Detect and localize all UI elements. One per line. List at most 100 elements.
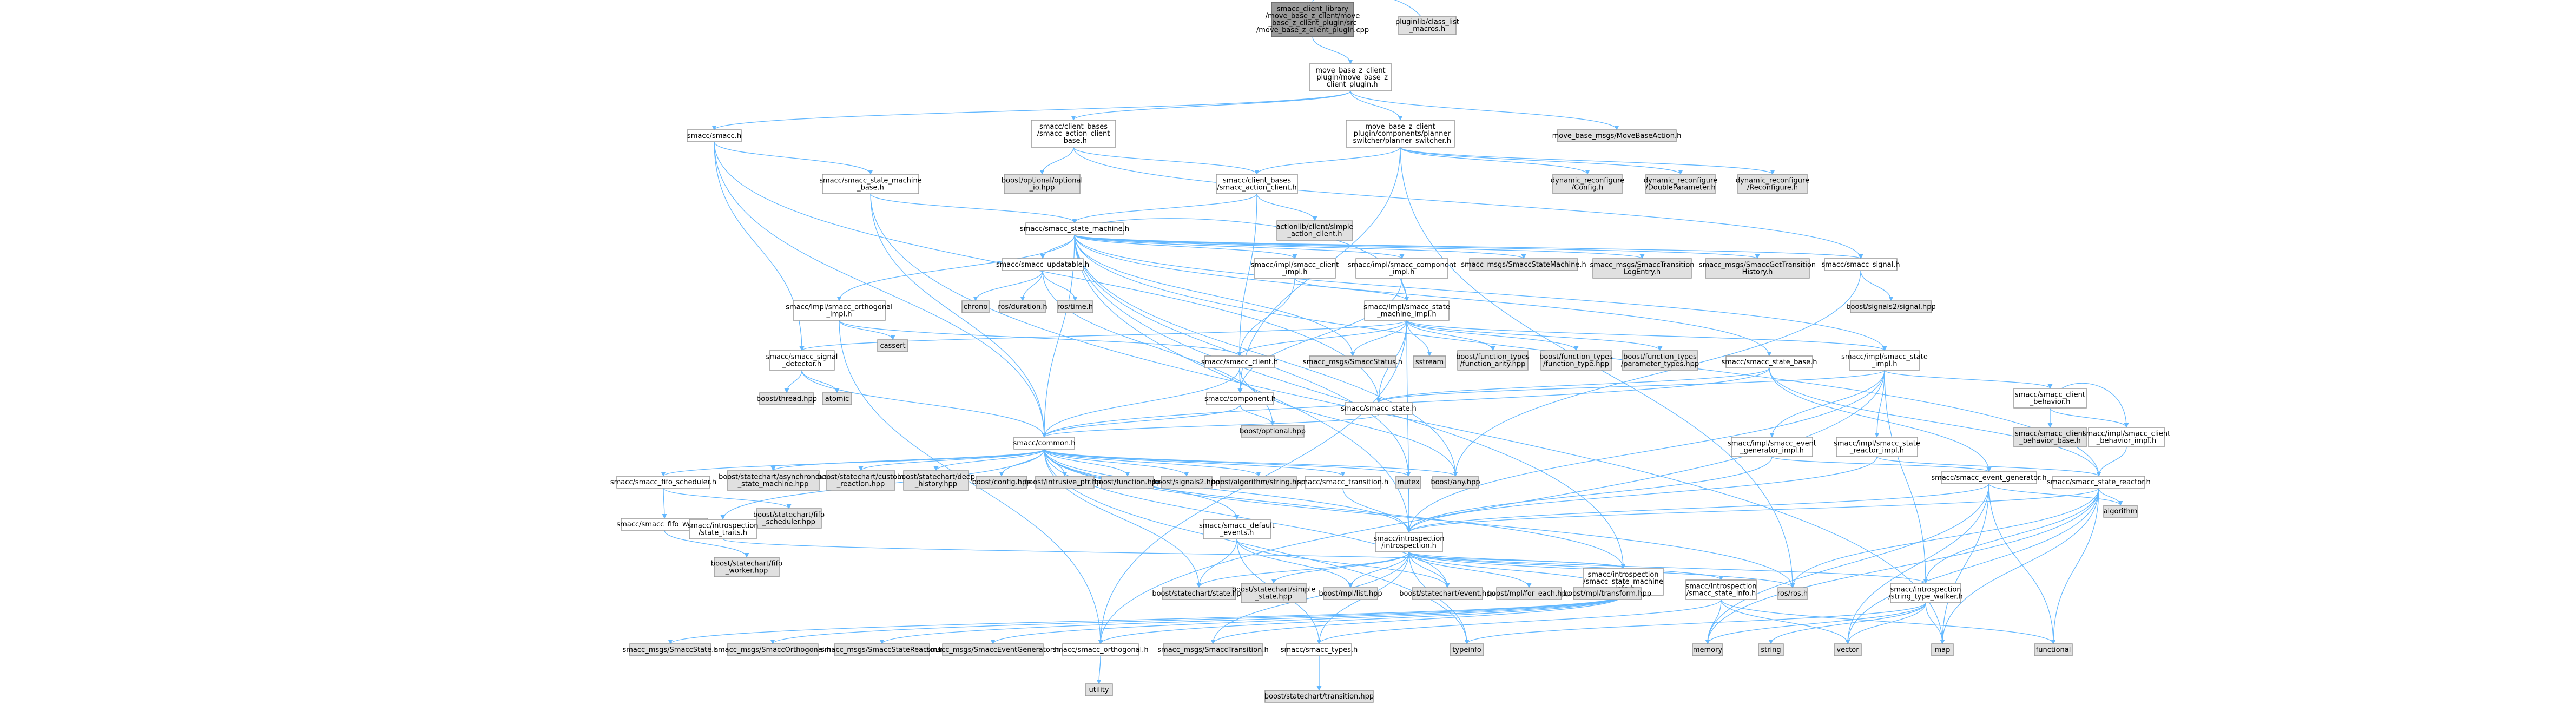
node-state-reactor-impl[interactable]: smacc/impl/smacc_state_reactor_impl.h	[1834, 437, 1920, 457]
edge-sm_impl-to-introspection_h	[1406, 320, 1412, 533]
node-cb-impl[interactable]: smacc/impl/smacc_client_behavior_impl.h	[2083, 427, 2171, 447]
edge-mbz_plugin_h-to-mbf_msgs	[1350, 90, 1619, 130]
edge-default_events-to-mpl_list	[1236, 538, 1353, 588]
node-label-line: smacc/smacc_orthogonal.h	[1052, 646, 1148, 654]
node-label-line: boost/mpl/transform.hpp	[1564, 590, 1651, 598]
node-smacc-state-info[interactable]: smacc/introspection/smacc_state_info.h	[1685, 579, 1757, 600]
node-default-events[interactable]: smacc/smacc_default_events.h	[1199, 519, 1275, 539]
node-box	[1162, 587, 1236, 600]
node-client-impl[interactable]: smacc/impl/smacc_client_impl.h	[1251, 258, 1339, 279]
node-state-machine-h[interactable]: smacc/smacc_state_machine.h	[1020, 222, 1129, 235]
edge-common_h-to-transition_h	[1044, 449, 1346, 477]
node-common-h[interactable]: smacc/common.h	[1013, 437, 1076, 450]
node-box	[822, 392, 852, 405]
node-label-line: boost/config.hpp	[972, 478, 1031, 486]
node-state-h[interactable]: smacc/smacc_state.h	[1341, 402, 1417, 415]
node-action-client-h[interactable]: smacc/client_bases/smacc_action_client.h	[1216, 174, 1298, 194]
node-label-line: _base.h	[1059, 137, 1087, 145]
node-signals2-hpp: boost/signals2.hpp	[1154, 476, 1220, 489]
node-orthogonal-impl[interactable]: smacc/impl/smacc_orthogonal_impl.h	[786, 300, 893, 321]
edge-introspection_h-to-sc_event	[1408, 551, 1450, 588]
node-sm-base[interactable]: smacc/smacc_state_machine_base.h	[819, 174, 922, 194]
edge-event_gen_impl-to-event_gen	[1771, 456, 1992, 472]
node-box	[999, 300, 1046, 313]
edge-state_impl-to-client_behavior	[1884, 370, 2053, 389]
node-updatable[interactable]: smacc/smacc_updatable.h	[996, 258, 1089, 271]
node-box	[822, 174, 919, 194]
node-component-h[interactable]: smacc/component.h	[1204, 392, 1276, 405]
node-box	[1276, 220, 1353, 241]
node-box	[1849, 350, 1920, 371]
node-transition-h[interactable]: smacc/smacc_transition.h	[1297, 476, 1389, 489]
node-box	[1592, 258, 1692, 279]
node-signal-h[interactable]: smacc/smacc_signal.h	[1821, 258, 1900, 271]
node-signal-detector[interactable]: smacc/smacc_signal_detector.h	[766, 350, 838, 371]
node-component-impl[interactable]: smacc/impl/smacc_component_impl.h	[1348, 258, 1456, 279]
edge-state_base-to-state_reactor	[1769, 367, 2101, 477]
node-dyn-double: dynamic_reconfigure/DoubleParameter.h	[1644, 174, 1717, 194]
edge-introspection_h-to-sm_info	[1408, 551, 1626, 569]
edge-sm_impl-to-bft_arity	[1406, 320, 1495, 351]
node-box	[1013, 437, 1075, 450]
node-cb-action-client-base[interactable]: smacc/client_bases/smacc_action_client_b…	[1031, 120, 1116, 148]
edge-fifo_scheduler-to-fifo_worker_sched	[663, 488, 792, 509]
edge-updatable-to-chrono	[973, 270, 1043, 301]
node-state-reactor[interactable]: smacc/smacc_state_reactor.h	[2047, 476, 2151, 489]
edge-client_behavior-to-cb_impl	[2050, 407, 2129, 428]
node-fifo-scheduler[interactable]: smacc/smacc_fifo_scheduler.h	[610, 476, 716, 489]
node-utility: utility	[1085, 683, 1113, 696]
node-label-line: smacc/introspection	[1373, 535, 1444, 543]
edge-event_gen-to-map	[1940, 483, 1989, 644]
node-event-gen[interactable]: smacc/smacc_event_generator.h	[1931, 471, 2047, 484]
node-sc-fifo-worker: boost/statechart/fifo_worker.hpp	[711, 557, 782, 577]
node-introspection-h[interactable]: smacc/introspection/introspection.h	[1373, 532, 1445, 552]
node-label-line: functional	[2036, 646, 2071, 654]
node-msg-statereactor: smacc_msgs/SmaccStateReactor.h	[821, 643, 943, 656]
edge-state_reactor-to-algorithm	[2098, 488, 2123, 506]
node-box	[1241, 425, 1305, 438]
node-box	[1450, 643, 1484, 656]
node-label-line: ros/ros.h	[1777, 590, 1808, 598]
node-string-walker[interactable]: smacc/introspection/string_type_walker.h	[1888, 583, 1963, 603]
node-bft-param: boost/function_types/parameter_types.hpp	[1621, 350, 1699, 371]
node-label-line: smacc/component.h	[1204, 395, 1276, 403]
edge-action_client_h-to-client_h	[1237, 193, 1257, 357]
node-box	[1705, 258, 1810, 279]
node-root[interactable]: smacc_client_library/move_base_z_client/…	[1256, 2, 1369, 37]
node-label-line: /smacc_action_client	[1037, 130, 1110, 138]
node-smacc-h[interactable]: smacc/smacc.h	[687, 129, 742, 142]
node-client-h[interactable]: smacc/smacc_client.h	[1201, 355, 1278, 368]
node-planner-switcher[interactable]: move_base_z_client_plugin/components/pla…	[1346, 120, 1455, 148]
node-pluginlib: pluginlib/class_list_macros.h	[1395, 16, 1459, 35]
node-label-line: smacc/smacc_updatable.h	[996, 261, 1089, 269]
edge-state_base-to-event_gen	[1769, 367, 1992, 472]
node-mbz-plugin-h[interactable]: move_base_z_client_plugin/move_base_z_cl…	[1309, 63, 1392, 91]
node-opt-inplace: boost/optional/optional_io.hpp	[1002, 174, 1083, 194]
node-orthogonal-h[interactable]: smacc/smacc_orthogonal.h	[1052, 643, 1149, 656]
node-box	[1286, 643, 1352, 656]
node-layer: smacc_client_library/move_base_z_client/…	[610, 2, 2171, 703]
node-fifo-worker[interactable]: smacc/smacc_fifo_worker.h	[616, 518, 713, 531]
node-label-line: cassert	[880, 342, 905, 350]
node-event-gen-impl[interactable]: smacc/impl/smacc_event_generator_impl.h	[1728, 437, 1816, 457]
edge-sm_base-to-state_machine_h	[870, 193, 1077, 223]
edge-common_h-to-deep_history	[933, 449, 1045, 471]
node-string: string	[1758, 643, 1784, 656]
node-sm-impl[interactable]: smacc/impl/smacc_state_machine_impl.h	[1363, 300, 1450, 321]
edge-state_machine_h-to-msg_gettrans	[1074, 234, 1760, 259]
node-box	[2013, 388, 2087, 409]
edge-state_machine_h-to-component_impl	[1074, 234, 1405, 259]
node-label-line: smacc/smacc_default	[1199, 522, 1275, 530]
node-state-base[interactable]: smacc/smacc_state_base.h	[1721, 355, 1817, 368]
node-state-traits[interactable]: smacc/introspection/state_traits.h	[687, 519, 759, 539]
node-client-behavior[interactable]: smacc/smacc_client_behavior.h	[2013, 388, 2087, 409]
node-box	[1398, 16, 1457, 35]
node-state-impl[interactable]: smacc/impl/smacc_state_impl.h	[1841, 350, 1928, 371]
edge-component_h-to-optional_hpp	[1240, 404, 1275, 426]
node-optional-hpp: boost/optional.hpp	[1240, 425, 1306, 438]
node-box	[1557, 129, 1677, 142]
edge-default_events-to-sc_event	[1236, 538, 1450, 588]
node-label-line: /move_base_z_client/move	[1266, 12, 1360, 21]
node-types-h[interactable]: smacc/smacc_types.h	[1281, 643, 1358, 656]
